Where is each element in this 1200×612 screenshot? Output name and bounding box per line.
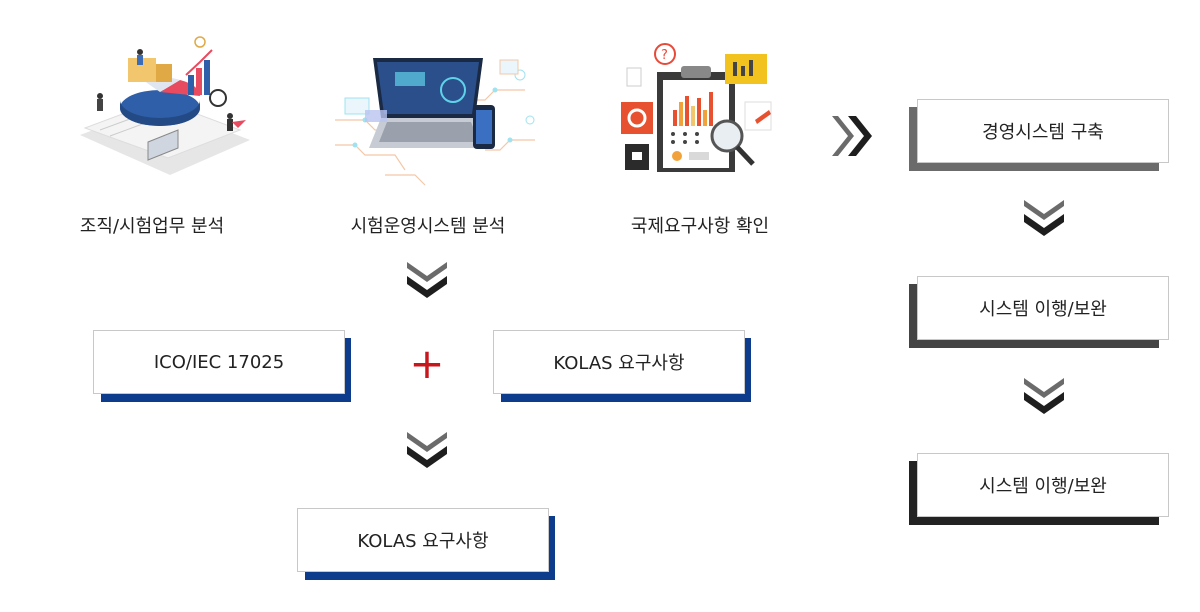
svg-text:?: ? [661,48,668,63]
down-chevron-icon [407,262,447,298]
flow-box-1: 경영시스템 구축 [909,99,1169,171]
down-chevron-icon [1024,200,1064,236]
laptop-system-illustration [335,58,535,186]
requirement-right-label: KOLAS 요구사항 [493,330,745,394]
flow-2-label: 시스템 이행/보완 [917,276,1169,340]
down-chevron-icon [1024,378,1064,414]
flow-box-2: 시스템 이행/보완 [909,276,1169,348]
requirement-result-label: KOLAS 요구사항 [297,508,549,572]
requirement-box-right: KOLAS 요구사항 [493,330,751,402]
flow-3-label: 시스템 이행/보완 [917,453,1169,517]
business-analysis-illustration [80,36,250,175]
down-chevron-icon [407,432,447,468]
clipboard-report-illustration: ? [621,43,772,172]
right-chevron-icon [832,116,872,156]
flow-1-label: 경영시스템 구축 [917,99,1169,163]
requirement-left-label: ICO/IEC 17025 [93,330,345,394]
step-3-caption: 국제요구사항 확인 [630,216,770,237]
requirement-box-result: KOLAS 요구사항 [297,508,555,580]
step-2-caption: 시험운영시스템 분석 [350,216,506,237]
flow-box-3: 시스템 이행/보완 [909,453,1169,525]
step-1-caption: 조직/시험업무 분석 [79,216,225,237]
plus-sign: + [409,339,445,388]
requirement-box-left: ICO/IEC 17025 [93,330,351,402]
